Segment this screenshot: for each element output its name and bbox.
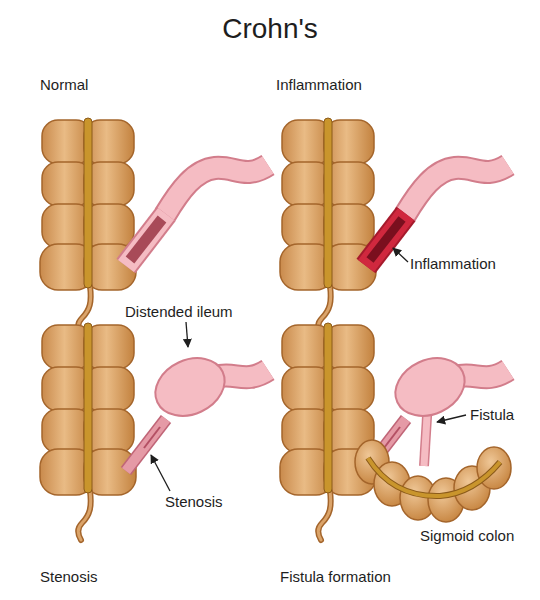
callout-label: Fistula	[470, 406, 514, 424]
callout-label: Stenosis	[165, 493, 223, 511]
callout-label: Inflammation	[410, 255, 496, 273]
diagram-title: Crohn's	[0, 12, 540, 46]
stenosis-panel	[40, 322, 268, 540]
callout-label: Distended ileum	[125, 303, 233, 321]
panel-heading: Inflammation	[276, 76, 362, 94]
panel-caption: Fistula formation	[280, 568, 391, 586]
fistula-panel	[280, 323, 511, 540]
sigmoid-colon	[355, 440, 511, 522]
panel-heading: Normal	[40, 76, 88, 94]
callout-label: Sigmoid colon	[420, 527, 514, 545]
normal-panel	[40, 118, 268, 335]
panel-caption: Stenosis	[40, 568, 98, 586]
inflammation-panel	[280, 118, 508, 335]
